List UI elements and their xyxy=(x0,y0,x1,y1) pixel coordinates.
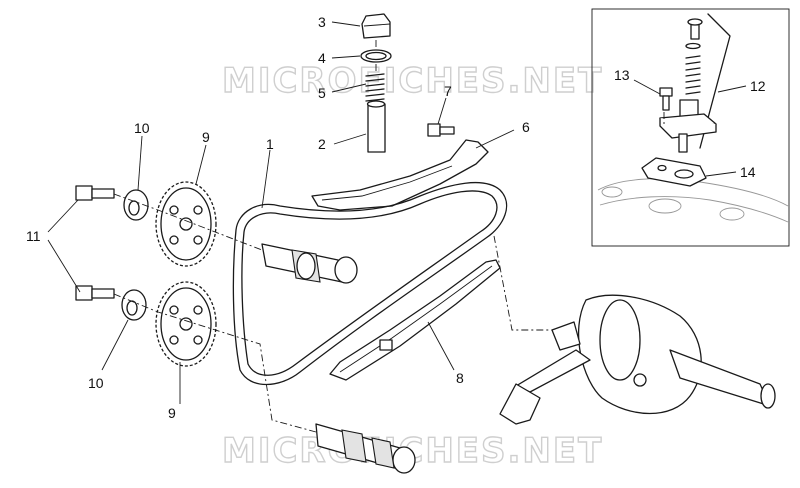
guide-pivot-bolt xyxy=(427,123,455,137)
inset-engine-block xyxy=(597,178,789,223)
sprocket-washer-lower xyxy=(121,289,147,321)
sprocket-bolt-lower xyxy=(75,285,115,301)
sprocket-washer-upper xyxy=(123,189,149,221)
callout-14: 14 xyxy=(740,164,756,180)
callout-2: 2 xyxy=(318,136,326,152)
callout-10-lower: 10 xyxy=(88,375,104,391)
chain-tensioner-slider xyxy=(311,139,489,211)
cap-washer xyxy=(360,49,392,63)
assembly-axes xyxy=(113,40,665,433)
tensioner-bolt xyxy=(659,87,673,111)
leader-lines xyxy=(47,21,747,404)
callout-13: 13 xyxy=(614,67,630,83)
callout-8: 8 xyxy=(456,370,464,386)
callout-3: 3 xyxy=(318,14,326,30)
tensioner-gasket xyxy=(641,157,707,187)
callout-4: 4 xyxy=(318,50,326,66)
chain-tensioner xyxy=(659,13,731,153)
callout-6: 6 xyxy=(522,119,530,135)
cam-sprocket-upper xyxy=(155,181,217,267)
crankshaft xyxy=(499,294,776,425)
cam-sprocket-lower xyxy=(155,281,217,367)
chain-guide xyxy=(329,259,501,381)
sprocket-bolt-upper xyxy=(75,185,115,201)
camshaft-lower xyxy=(315,423,416,474)
callout-10-upper: 10 xyxy=(134,120,150,136)
callout-11: 11 xyxy=(26,228,41,244)
callout-9-upper: 9 xyxy=(202,129,210,145)
callout-labels: 1 2 3 4 5 6 7 8 9 9 10 10 11 12 13 14 xyxy=(26,14,766,421)
tensioner-spring xyxy=(365,73,385,102)
inset-frame xyxy=(591,8,790,247)
tensioner-cap-bolt xyxy=(361,13,391,39)
callout-7: 7 xyxy=(444,83,452,99)
callout-1: 1 xyxy=(266,136,274,152)
camshaft-upper xyxy=(261,243,358,284)
timing-chain xyxy=(232,181,508,385)
callout-12: 12 xyxy=(750,78,766,94)
callout-9-lower: 9 xyxy=(168,405,176,421)
callout-5: 5 xyxy=(318,85,326,101)
watermark-top: MICROFICHES.NET xyxy=(222,61,603,101)
tensioner-plunger xyxy=(366,100,386,153)
